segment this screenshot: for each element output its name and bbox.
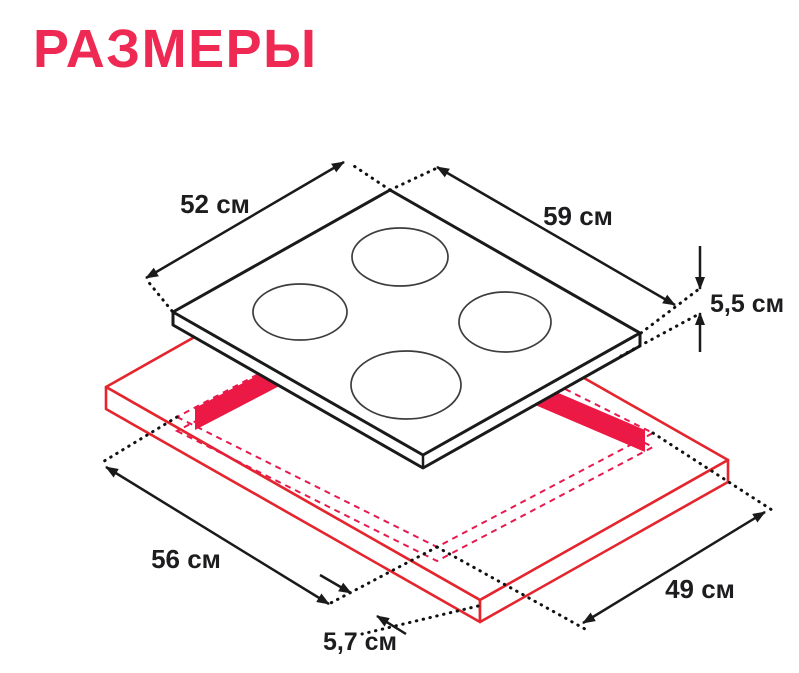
burner-front — [350, 350, 462, 420]
dimension-cutout-left-label: 56 см — [151, 544, 221, 574]
page-title: РАЗМЕРЫ — [33, 19, 318, 79]
dimension-cutout-right-label: 49 см — [665, 574, 735, 604]
cutout-extension-dotted-lines — [99, 415, 774, 636]
dimension-cutout-front-margin: 5,7 см — [319, 573, 407, 656]
dimension-cutout-left: 56 см — [105, 465, 330, 606]
dimension-hob-height: 5,5 см — [695, 246, 784, 352]
hob-extension-dotted-lines — [144, 162, 701, 358]
dimension-hob-right: 59 см — [436, 165, 676, 307]
dimension-hob-right-label: 59 см — [543, 201, 613, 231]
dimension-hob-left: 52 см — [145, 160, 345, 280]
dimension-cutout-right: 49 см — [582, 510, 766, 625]
dimension-hob-left-label: 52 см — [180, 189, 250, 219]
burner-left — [252, 283, 348, 341]
dimension-cutout-front-margin-label: 5,7 см — [323, 628, 397, 656]
dimension-hob-height-label: 5,5 см — [710, 290, 784, 318]
